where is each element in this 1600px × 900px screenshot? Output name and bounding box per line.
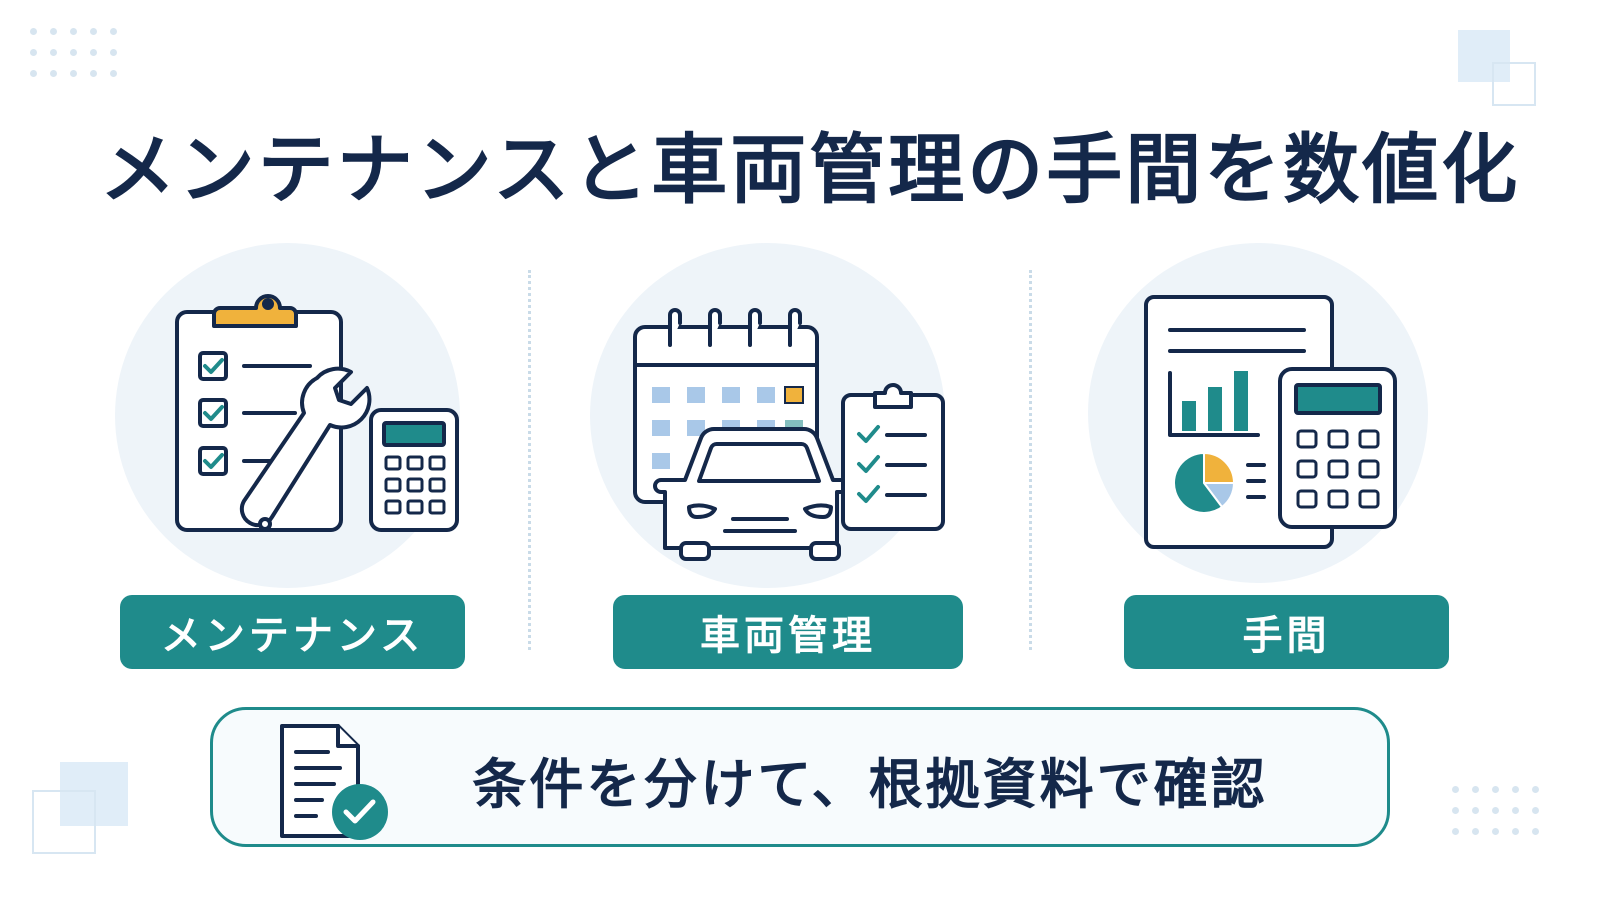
document-check-icon [280,724,388,840]
clipboard-wrench-calculator-icon [175,294,459,532]
divider-right [1029,270,1032,650]
decor-square-outline-bottom-left [32,790,96,854]
label-effort: 手間 [1124,595,1449,669]
calendar-car-checklist-icon [633,308,945,561]
summary-box [210,707,1390,847]
divider-left [528,270,531,650]
label-vehicle-management: 車両管理 [613,595,963,669]
decor-dots-bottom-right [1452,786,1539,835]
report-chart-calculator-icon [1144,295,1397,549]
label-maintenance: メンテナンス [120,595,465,669]
decor-square-top-right [1458,30,1510,82]
decor-dots-top-left [30,28,117,77]
summary-text: 条件を分けて、根拠資料で確認 [472,752,1268,816]
decor-square-outline-top-right [1492,62,1536,106]
page-title: メンテナンスと車両管理の手間を数値化 [99,125,1521,214]
